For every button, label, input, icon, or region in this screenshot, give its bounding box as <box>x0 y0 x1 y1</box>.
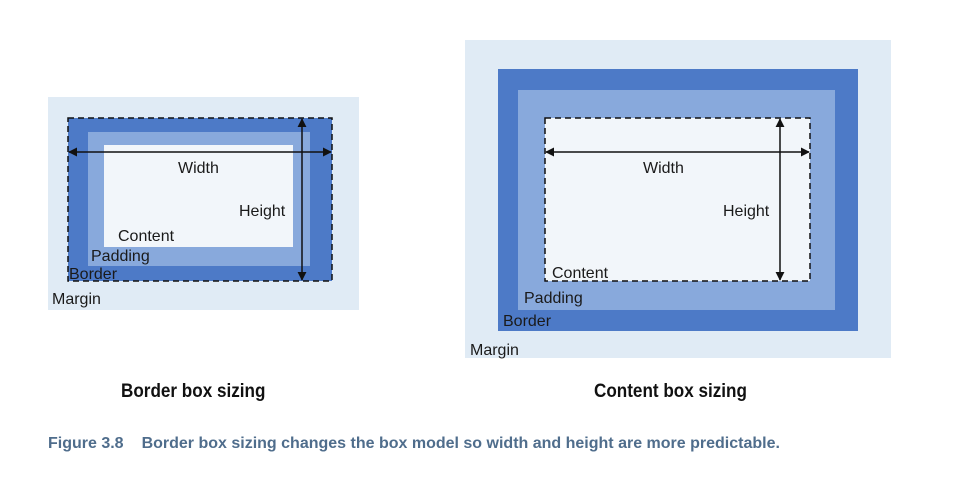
left-height-label: Height <box>239 203 286 220</box>
figure-caption-text: Border box sizing changes the box model … <box>141 435 780 452</box>
left-margin-label: Margin <box>52 291 101 308</box>
right-border-label: Border <box>503 313 552 330</box>
figure-caption: Figure 3.8 Border box sizing changes the … <box>48 435 780 453</box>
left-content-label: Content <box>118 228 175 245</box>
left-padding-label: Padding <box>91 248 150 265</box>
right-margin-label: Margin <box>470 342 519 359</box>
right-width-label: Width <box>643 160 684 177</box>
right-content-label: Content <box>552 265 609 282</box>
left-sizing-outline <box>67 117 333 282</box>
left-content-area <box>104 145 293 247</box>
right-height-label: Height <box>723 203 770 220</box>
figure-number: Figure 3.8 <box>48 435 124 452</box>
left-border-label: Border <box>69 266 118 283</box>
right-content-area <box>545 118 810 281</box>
right-padding-label: Padding <box>524 290 583 307</box>
left-width-label: Width <box>178 160 219 177</box>
border-box-diagram: Width Height Content Padding Border Marg… <box>48 97 359 310</box>
border-box-title: Border box sizing <box>121 381 266 402</box>
right-sizing-outline <box>544 117 811 282</box>
content-box-diagram: Width Height Content Padding Border Marg… <box>465 40 891 359</box>
content-box-title: Content box sizing <box>594 381 747 402</box>
